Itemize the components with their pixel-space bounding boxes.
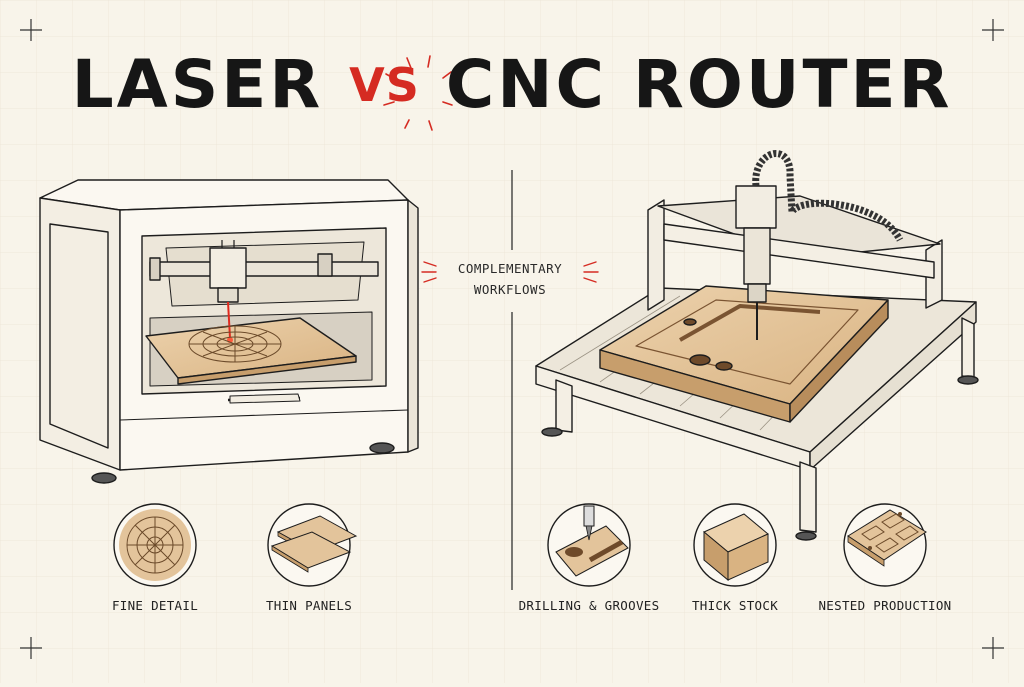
caption-nested-production: NESTED PRODUCTION — [818, 598, 952, 613]
caption-fine-detail: FINE DETAIL — [111, 598, 199, 613]
title-vs: VS — [349, 58, 420, 112]
workflow-label-line1: COMPLEMENTARY — [457, 261, 563, 276]
drill-groove-icon — [547, 503, 631, 587]
workflow-spark-icon — [421, 261, 599, 283]
nested-parts-icon — [843, 503, 927, 587]
title-laser: LASER — [71, 46, 324, 123]
vs-spark-icon — [383, 55, 453, 131]
laser-machine-illustration — [39, 179, 419, 484]
cnc-router-illustration — [535, 150, 979, 541]
thick-block-icon — [693, 503, 777, 587]
title-cnc-router: CNC ROUTER — [445, 46, 953, 123]
thin-panels-icon — [267, 503, 358, 587]
laser-engraving-detail — [188, 301, 282, 363]
caption-drilling-grooves: DRILLING & GROOVES — [518, 598, 660, 613]
corner-marks — [20, 19, 1004, 659]
mandala-engraving-icon — [113, 503, 197, 587]
caption-thick-stock: THICK STOCK — [691, 598, 779, 613]
caption-thin-panels: THIN PANELS — [265, 598, 353, 613]
complementary-workflows-label: COMPLEMENTARY WORKFLOWS — [432, 258, 588, 300]
workflow-label-line2: WORKFLOWS — [473, 282, 547, 297]
